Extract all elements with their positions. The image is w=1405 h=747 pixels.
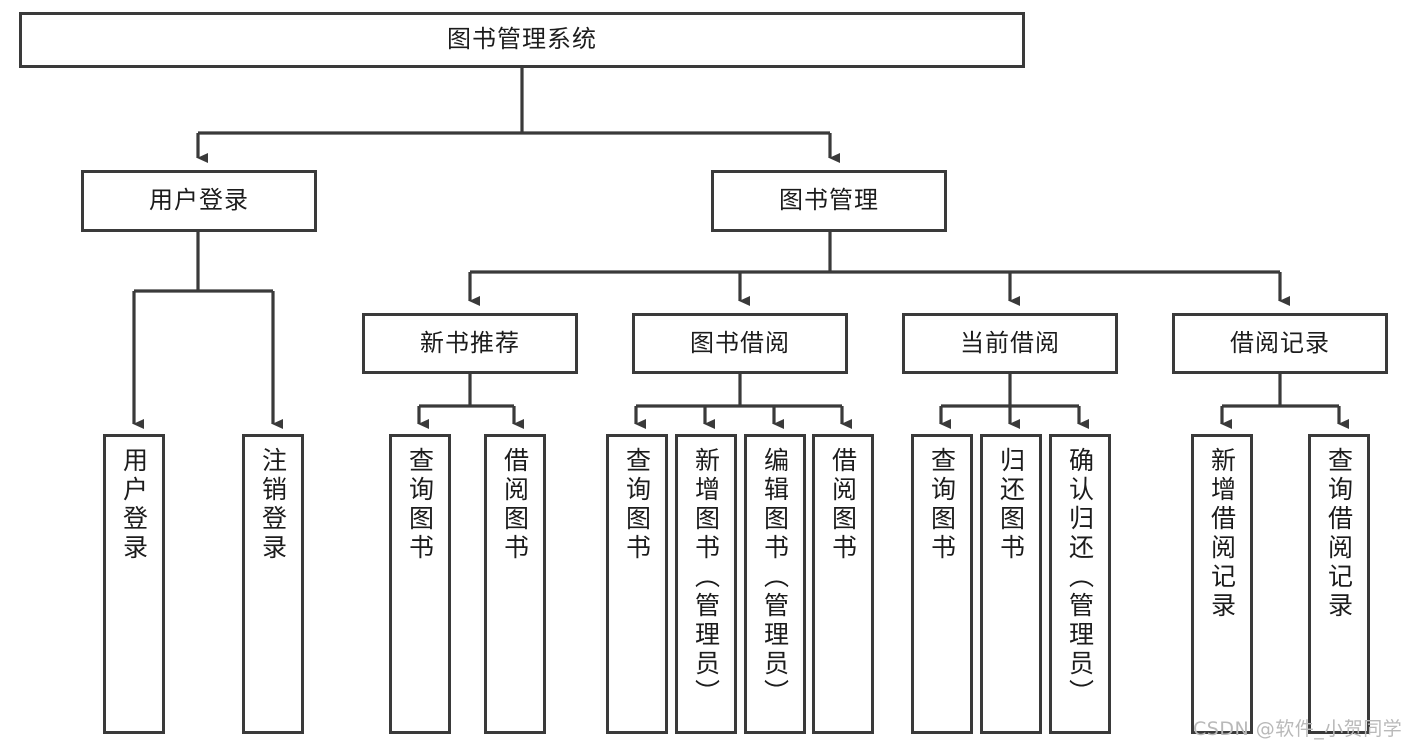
- leaf-borrow-add[interactable]: 新增图书（管理员）: [675, 434, 737, 734]
- leaf-borrow-edit-label: 编辑图书（管理员）: [760, 447, 790, 708]
- leaf-current-return-label: 归还图书: [996, 447, 1026, 563]
- leaf-borrow-add-label: 新增图书（管理员）: [691, 447, 721, 708]
- leaf-user-login-label: 用户登录: [119, 447, 149, 563]
- leaf-user-login[interactable]: 用户登录: [103, 434, 165, 734]
- leaf-record-query-label: 查询借阅记录: [1324, 447, 1354, 621]
- leaf-recommend-query-label: 查询图书: [405, 447, 435, 563]
- leaf-record-add-label: 新增借阅记录: [1207, 447, 1237, 621]
- leaf-recommend-borrow[interactable]: 借阅图书: [484, 434, 546, 734]
- leaf-user-logout-label: 注销登录: [258, 447, 288, 563]
- leaf-current-query[interactable]: 查询图书: [911, 434, 973, 734]
- node-book-manage[interactable]: 图书管理: [711, 170, 947, 232]
- leaf-current-return[interactable]: 归还图书: [980, 434, 1042, 734]
- node-current-borrow[interactable]: 当前借阅: [902, 313, 1118, 374]
- node-borrow-record[interactable]: 借阅记录: [1172, 313, 1388, 374]
- csdn-watermark: CSDN @软件_小贺同学: [1193, 718, 1403, 740]
- node-borrow-record-label: 借阅记录: [1230, 328, 1330, 357]
- node-current-borrow-label: 当前借阅: [960, 328, 1060, 357]
- node-book-borrow[interactable]: 图书借阅: [632, 313, 848, 374]
- node-new-book-recommend[interactable]: 新书推荐: [362, 313, 578, 374]
- leaf-record-add[interactable]: 新增借阅记录: [1191, 434, 1253, 734]
- node-new-book-recommend-label: 新书推荐: [420, 328, 520, 357]
- node-user-login[interactable]: 用户登录: [81, 170, 317, 232]
- leaf-record-query[interactable]: 查询借阅记录: [1308, 434, 1370, 734]
- leaf-current-query-label: 查询图书: [927, 447, 957, 563]
- leaf-borrow-edit[interactable]: 编辑图书（管理员）: [744, 434, 806, 734]
- leaf-borrow-lend-label: 借阅图书: [828, 447, 858, 563]
- leaf-borrow-query[interactable]: 查询图书: [606, 434, 668, 734]
- node-root-label: 图书管理系统: [447, 25, 597, 54]
- leaf-recommend-borrow-label: 借阅图书: [500, 447, 530, 563]
- node-book-borrow-label: 图书借阅: [690, 328, 790, 357]
- node-book-manage-label: 图书管理: [779, 186, 879, 215]
- leaf-current-confirm-label: 确认归还（管理员）: [1065, 447, 1095, 708]
- leaf-borrow-lend[interactable]: 借阅图书: [812, 434, 874, 734]
- leaf-current-confirm[interactable]: 确认归还（管理员）: [1049, 434, 1111, 734]
- leaf-user-logout[interactable]: 注销登录: [242, 434, 304, 734]
- node-root[interactable]: 图书管理系统: [19, 12, 1025, 68]
- leaf-borrow-query-label: 查询图书: [622, 447, 652, 563]
- node-user-login-label: 用户登录: [149, 186, 249, 215]
- leaf-recommend-query[interactable]: 查询图书: [389, 434, 451, 734]
